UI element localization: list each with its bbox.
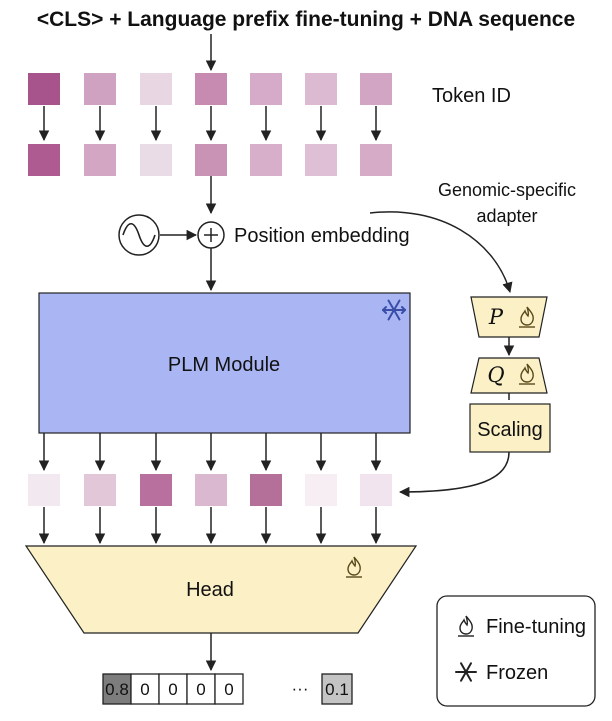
- adapter-q-label: Q: [487, 363, 504, 387]
- adapter-q-box: [470, 357, 548, 394]
- hidden-state-square: [250, 474, 282, 506]
- hidden-state-square: [28, 474, 60, 506]
- flame-icon-p: [519, 306, 535, 328]
- token-id-square: [28, 73, 60, 105]
- token-embedding-square: [195, 144, 227, 176]
- output-value-last: 0.1: [325, 680, 349, 699]
- token-id-square: [250, 73, 282, 105]
- adapter-p-label: P: [488, 305, 504, 329]
- hidden-state-square: [360, 474, 392, 506]
- output-ellipsis: ···: [292, 679, 309, 698]
- token-embedding-row: [28, 144, 392, 176]
- legend-frozen-label: Frozen: [486, 662, 548, 684]
- sinusoid-icon: [118, 214, 160, 256]
- scaling-box: [469, 403, 551, 453]
- title: <CLS> + Language prefix fine-tuning + DN…: [37, 8, 575, 31]
- token-embedding-square: [84, 144, 116, 176]
- output-value: 0: [168, 680, 177, 699]
- output-value: 0.8: [105, 680, 129, 699]
- hidden-state-square: [84, 474, 116, 506]
- output-value: 0: [224, 680, 233, 699]
- arrow-scaling-to-hidden: [398, 451, 510, 498]
- plm-output-arrows: [38, 433, 382, 472]
- token-id-square: [140, 73, 172, 105]
- hidden-state-row: [28, 474, 392, 506]
- output-cell: [130, 673, 160, 705]
- output-cell: [158, 673, 188, 705]
- plm-module-label: PLM Module: [168, 354, 280, 376]
- head-label: Head: [186, 579, 234, 601]
- token-id-square: [195, 73, 227, 105]
- token-embedding-square: [140, 144, 172, 176]
- hidden-to-head-arrows: [38, 507, 382, 545]
- adapter-label-line2: adapter: [476, 206, 537, 226]
- legend-snowflake-icon: [455, 662, 477, 682]
- hidden-state-square: [195, 474, 227, 506]
- head-box: [24, 545, 418, 634]
- plm-module-box: [38, 292, 411, 434]
- token-embedding-square: [305, 144, 337, 176]
- token-id-square: [360, 73, 392, 105]
- output-value: 0: [140, 680, 149, 699]
- token-id-square: [305, 73, 337, 105]
- legend-flame-icon: [458, 615, 474, 637]
- snowflake-icon: [382, 299, 406, 321]
- token-embedding-square: [28, 144, 60, 176]
- legend-fine-tuning-label: Fine-tuning: [486, 616, 586, 638]
- legend-box: [436, 595, 596, 707]
- arrow-to-adapter: [369, 211, 513, 294]
- adapter-label-line1: Genomic-specific: [438, 180, 576, 200]
- token-id-square: [84, 73, 116, 105]
- output-value: 0: [196, 680, 205, 699]
- adapter-p-box: [470, 296, 548, 338]
- hidden-state-square: [305, 474, 337, 506]
- token-arrows-row: [38, 106, 382, 142]
- flame-icon-head: [346, 556, 362, 578]
- scaling-label: Scaling: [477, 419, 543, 441]
- plus-icon: [197, 221, 225, 249]
- output-cell: [214, 673, 244, 705]
- flame-icon-q: [519, 363, 535, 385]
- position-embedding-label: Position embedding: [234, 225, 410, 247]
- token-id-row: [28, 73, 392, 105]
- token-embedding-square: [360, 144, 392, 176]
- hidden-state-square: [140, 474, 172, 506]
- token-embedding-square: [250, 144, 282, 176]
- token-id-label: Token ID: [432, 85, 511, 107]
- output-cell-last: [321, 673, 353, 705]
